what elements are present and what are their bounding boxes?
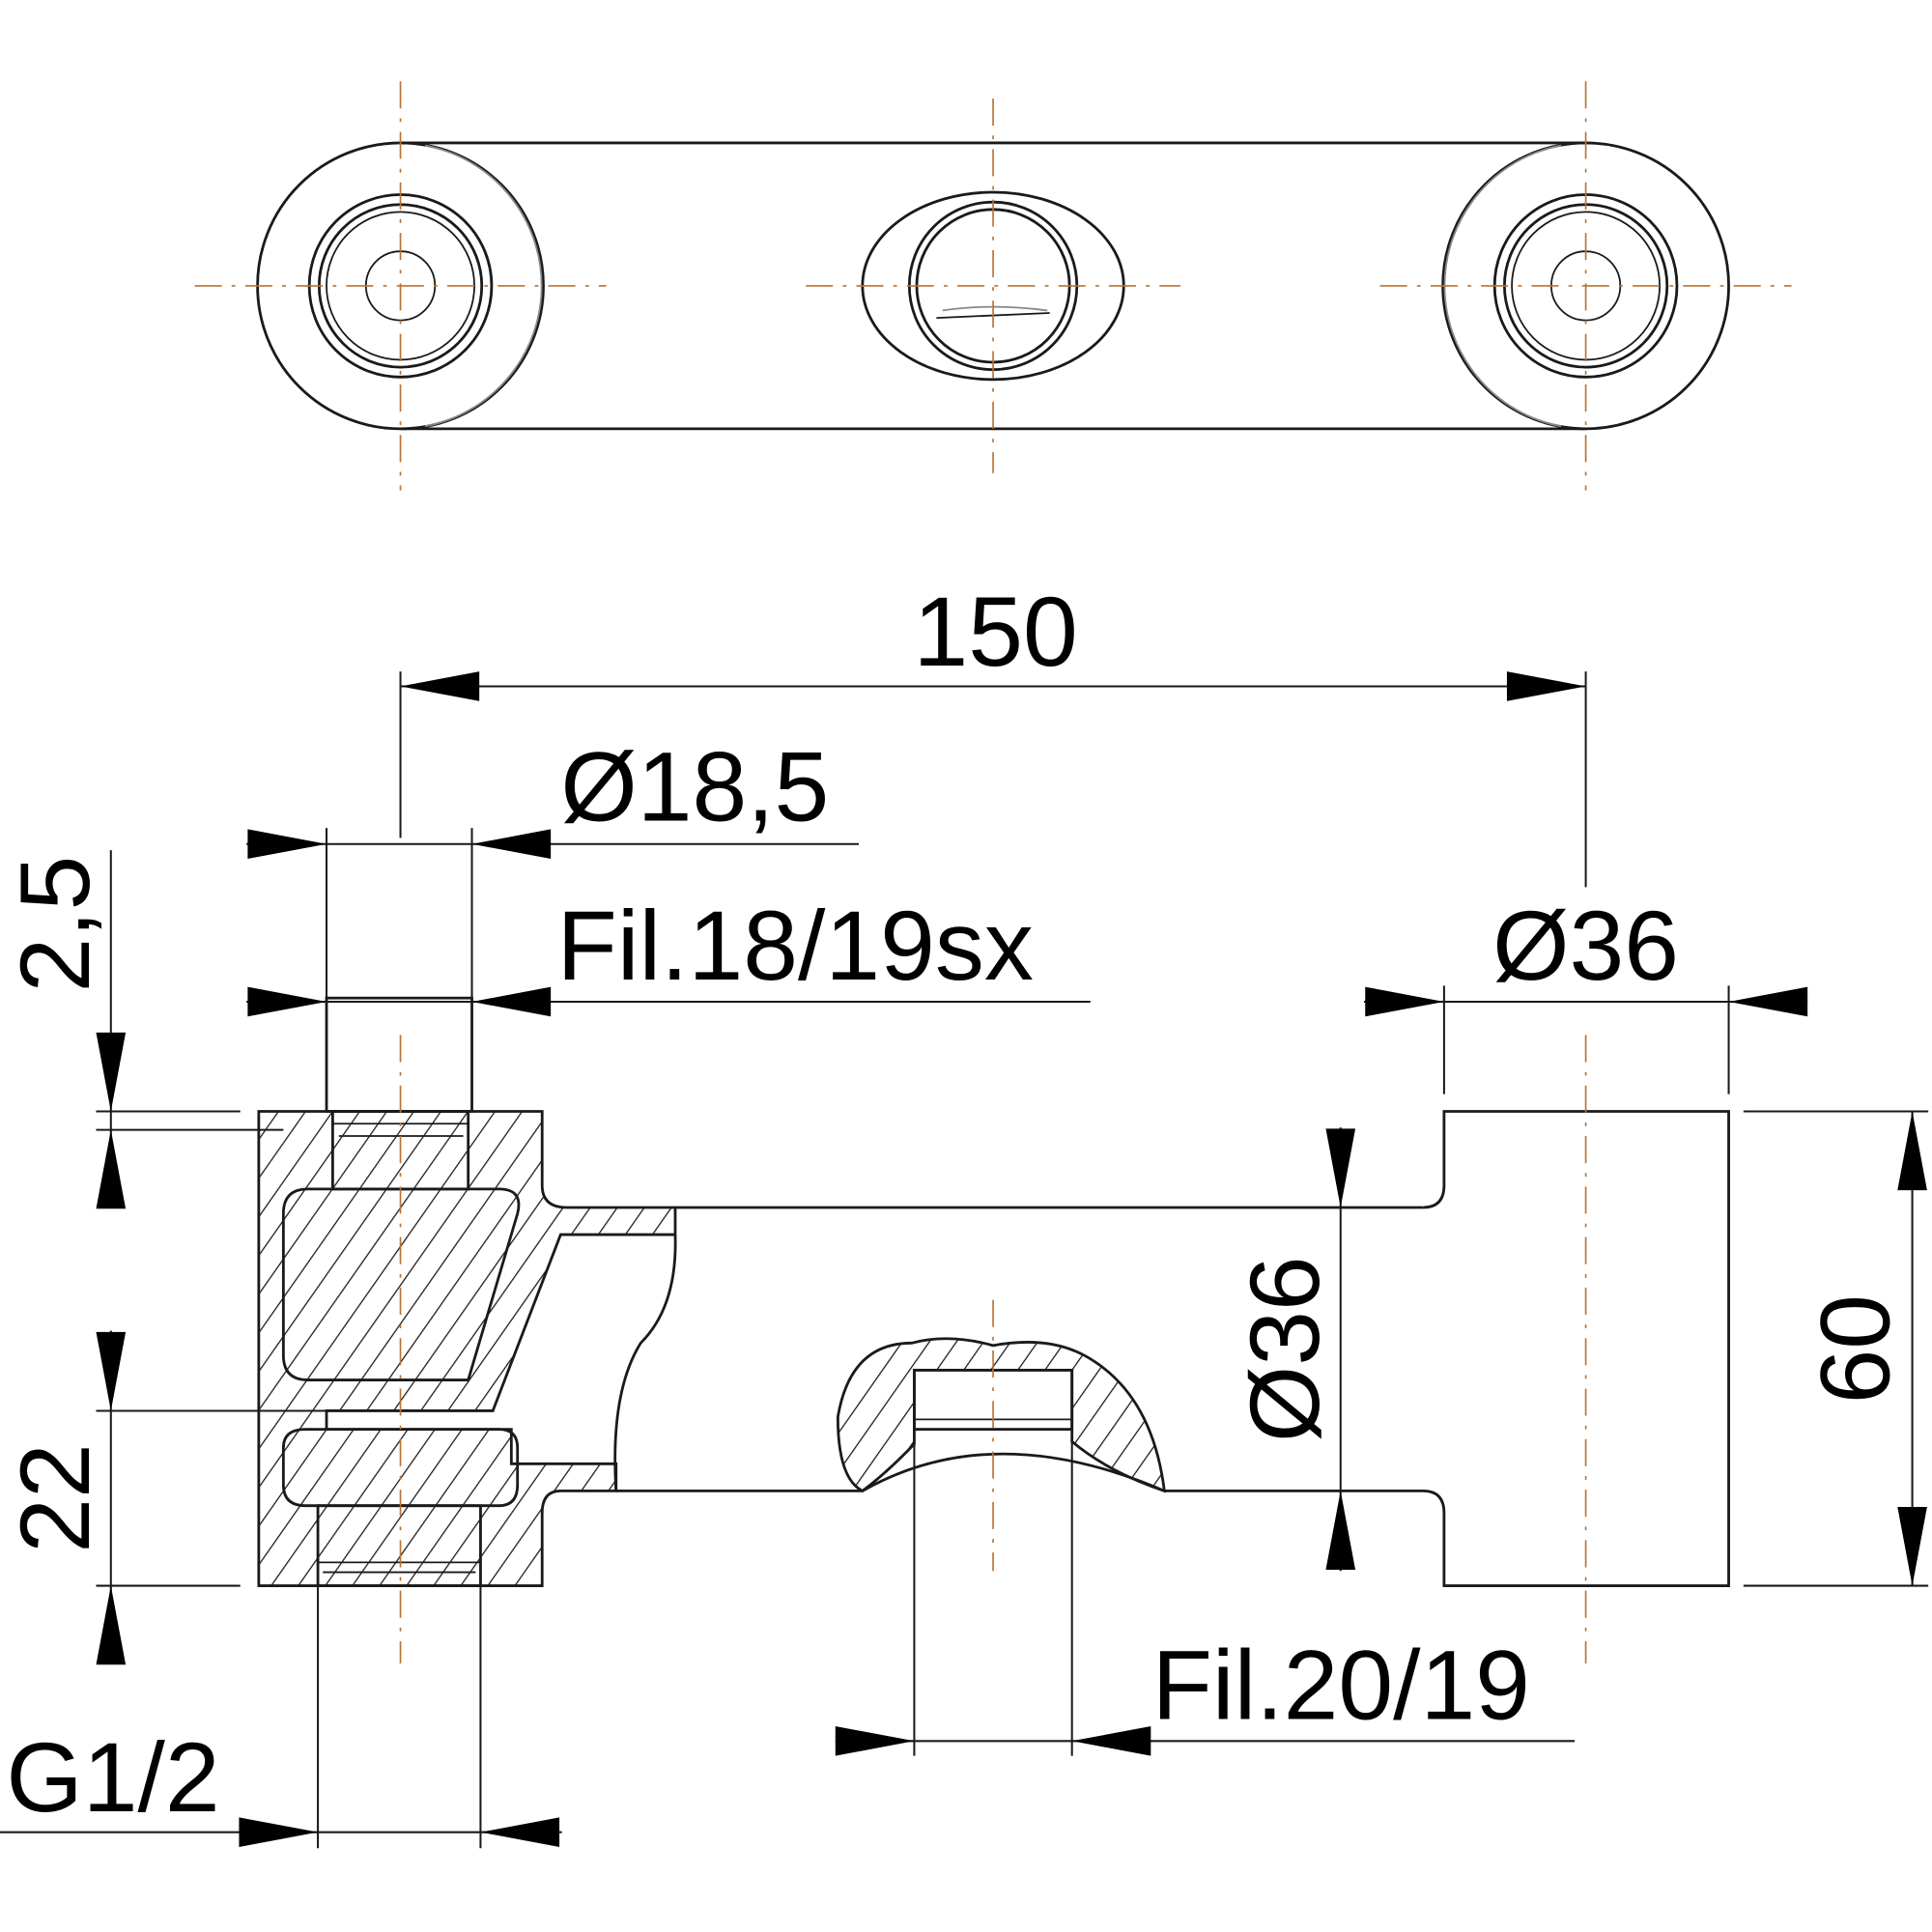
dim-150: 150 bbox=[913, 577, 1077, 687]
inlet-thread-label: Fil.18/19sx bbox=[557, 891, 1034, 1001]
top-view bbox=[194, 81, 1792, 491]
section-view bbox=[257, 996, 1730, 1663]
dim-2-5: 2,5 bbox=[0, 856, 110, 993]
centerlines-top bbox=[194, 81, 1792, 491]
dimensions: 150 Ø18,5 Fil.18/19sx Ø36 Ø36 60 2,5 22 … bbox=[0, 577, 1929, 1849]
center-thread-label: Fil.20/19 bbox=[1152, 1630, 1530, 1740]
dim-60: 60 bbox=[1800, 1294, 1910, 1404]
dim-d36-side: Ø36 bbox=[1230, 1256, 1340, 1442]
centerlines-section bbox=[399, 1035, 1587, 1663]
dim-d18-5: Ø18,5 bbox=[560, 731, 829, 841]
dim-22: 22 bbox=[0, 1443, 110, 1552]
outlet-thread-label: G1/2 bbox=[6, 1722, 219, 1833]
dim-d36-top: Ø36 bbox=[1492, 891, 1679, 1001]
